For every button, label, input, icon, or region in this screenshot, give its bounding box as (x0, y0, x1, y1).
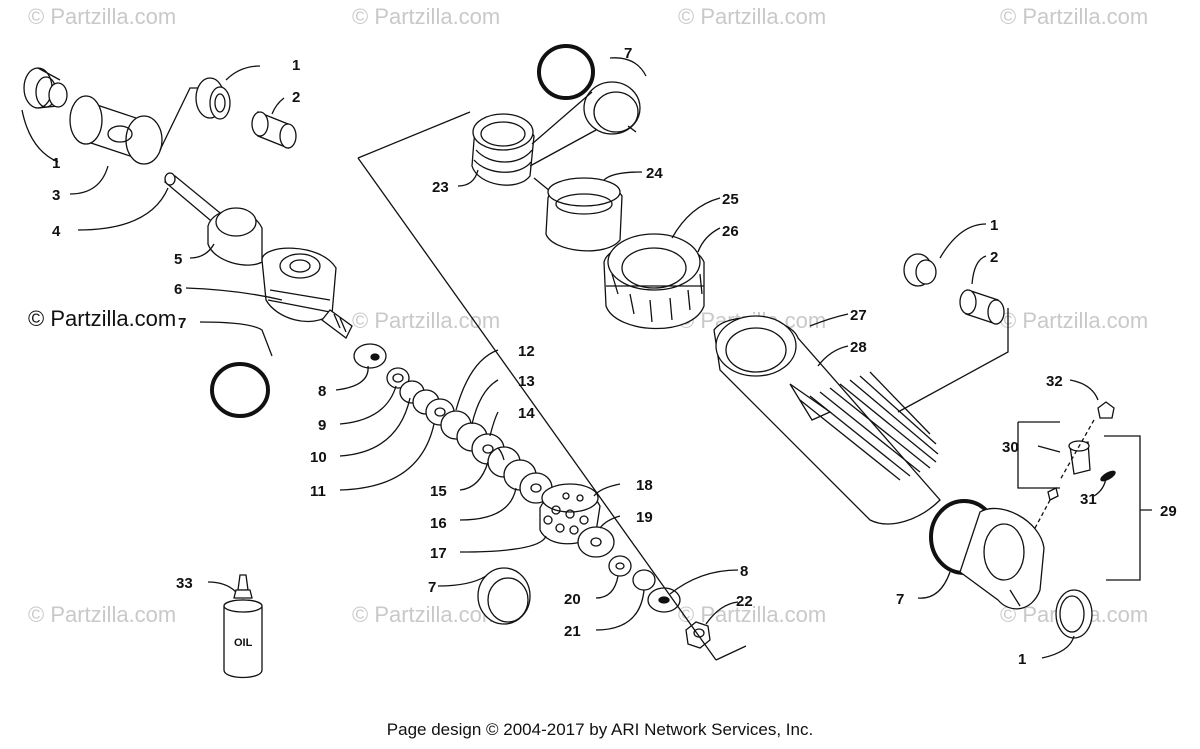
callout-9: 9 (318, 417, 326, 434)
bracket-29 (1104, 435, 1152, 581)
part-washer-21 (632, 569, 656, 591)
bracket-line (159, 87, 198, 151)
part-sleeve-3 (69, 95, 163, 165)
valve-centerline (1033, 419, 1095, 531)
callout-3: 3 (52, 187, 60, 204)
watermark: © Partzilla.com (678, 602, 827, 627)
callout-2: 2 (990, 249, 998, 266)
leader-lines (21, 57, 1107, 659)
leader-line (529, 91, 597, 167)
callout-18: 18 (636, 477, 653, 494)
callout-1: 1 (990, 217, 998, 234)
callout-27: 27 (850, 307, 867, 324)
callout-15: 15 (430, 483, 447, 500)
part-screw-32 (1097, 401, 1115, 419)
callout-33: 33 (176, 575, 193, 592)
callout-11: 11 (310, 483, 326, 500)
watermark: © Partzilla.com (28, 4, 177, 29)
oil-bottle-label: OIL (234, 637, 253, 649)
callout-4: 4 (52, 223, 61, 240)
watermark: © Partzilla.com (352, 4, 501, 29)
part-ring-7-lower (477, 567, 531, 625)
part-small-cube (1047, 487, 1059, 501)
callout-7: 7 (428, 579, 436, 596)
parts-drawing (21, 44, 1152, 679)
page-footer: Page design © 2004-2017 by ARI Network S… (386, 720, 814, 739)
callout-7: 7 (178, 315, 186, 332)
part-seal-head-23 (471, 113, 535, 186)
callout-1: 1 (52, 155, 60, 172)
watermark: © Partzilla.com (678, 4, 827, 29)
part-bumper-5 (207, 207, 263, 266)
part-oring-7-top (537, 44, 595, 100)
callout-14: 14 (518, 405, 535, 422)
watermark: © Partzilla.com (28, 602, 177, 627)
callout-25: 25 (722, 191, 739, 208)
part-shaft-eye-6 (261, 247, 353, 339)
watermark: © Partzilla.com (352, 308, 501, 333)
callout-2: 2 (292, 89, 300, 106)
assembly-outline (357, 111, 747, 661)
callout-23: 23 (432, 179, 449, 196)
callout-10: 10 (310, 449, 327, 466)
callout-labels: 1 2 1 3 4 5 6 7 8 9 10 11 12 13 14 15 16… (52, 45, 1177, 668)
callout-19: 19 (636, 509, 653, 526)
part-washer-19 (577, 526, 615, 558)
part-spring-collar-25 (603, 233, 705, 330)
callout-17: 17 (430, 545, 447, 562)
part-oring-7-left (210, 362, 270, 418)
part-spacer-2-top (251, 111, 297, 149)
callout-6: 6 (174, 281, 182, 298)
bracket-line (897, 308, 1009, 413)
callout-21: 21 (564, 623, 581, 640)
callout-7: 7 (896, 591, 904, 608)
bracket-30 (1017, 421, 1060, 489)
watermark: © Partzilla.com (1000, 308, 1149, 333)
part-end-cap (959, 507, 1045, 610)
callout-32: 32 (1046, 373, 1063, 390)
part-shock-body-28 (713, 315, 941, 525)
part-bushing-1-top (195, 77, 231, 120)
callout-16: 16 (430, 515, 447, 532)
callout-26: 26 (722, 223, 739, 240)
part-bushing-1-bottom (1055, 589, 1093, 639)
part-spacer-2-right (959, 289, 1005, 325)
callout-5: 5 (174, 251, 182, 268)
callout-20: 20 (564, 591, 581, 608)
part-oring-31 (1100, 470, 1116, 482)
callout-12: 12 (518, 343, 535, 360)
callout-31: 31 (1080, 491, 1097, 508)
callout-29: 29 (1160, 503, 1177, 520)
watermark: © Partzilla.com (352, 602, 501, 627)
part-bushing-1-right (903, 253, 937, 287)
callout-28: 28 (850, 339, 867, 356)
part-bushing-24 (545, 177, 623, 252)
callout-1: 1 (1018, 651, 1026, 668)
callout-7: 7 (624, 45, 632, 62)
part-washer-20 (608, 555, 632, 577)
callout-8: 8 (318, 383, 326, 400)
callout-1: 1 (292, 57, 300, 74)
watermark-highlight: © Partzilla.com (28, 306, 177, 331)
watermark: © Partzilla.com (1000, 4, 1149, 29)
callout-30: 30 (1002, 439, 1019, 456)
callout-13: 13 (518, 373, 535, 390)
part-bushing-1-left (23, 67, 68, 109)
part-bearing-7-top (583, 81, 641, 135)
part-oil-bottle-33 (223, 574, 263, 679)
callout-22: 22 (736, 593, 753, 610)
callout-8: 8 (740, 563, 748, 580)
callout-24: 24 (646, 165, 663, 182)
shim-stack (353, 343, 553, 504)
